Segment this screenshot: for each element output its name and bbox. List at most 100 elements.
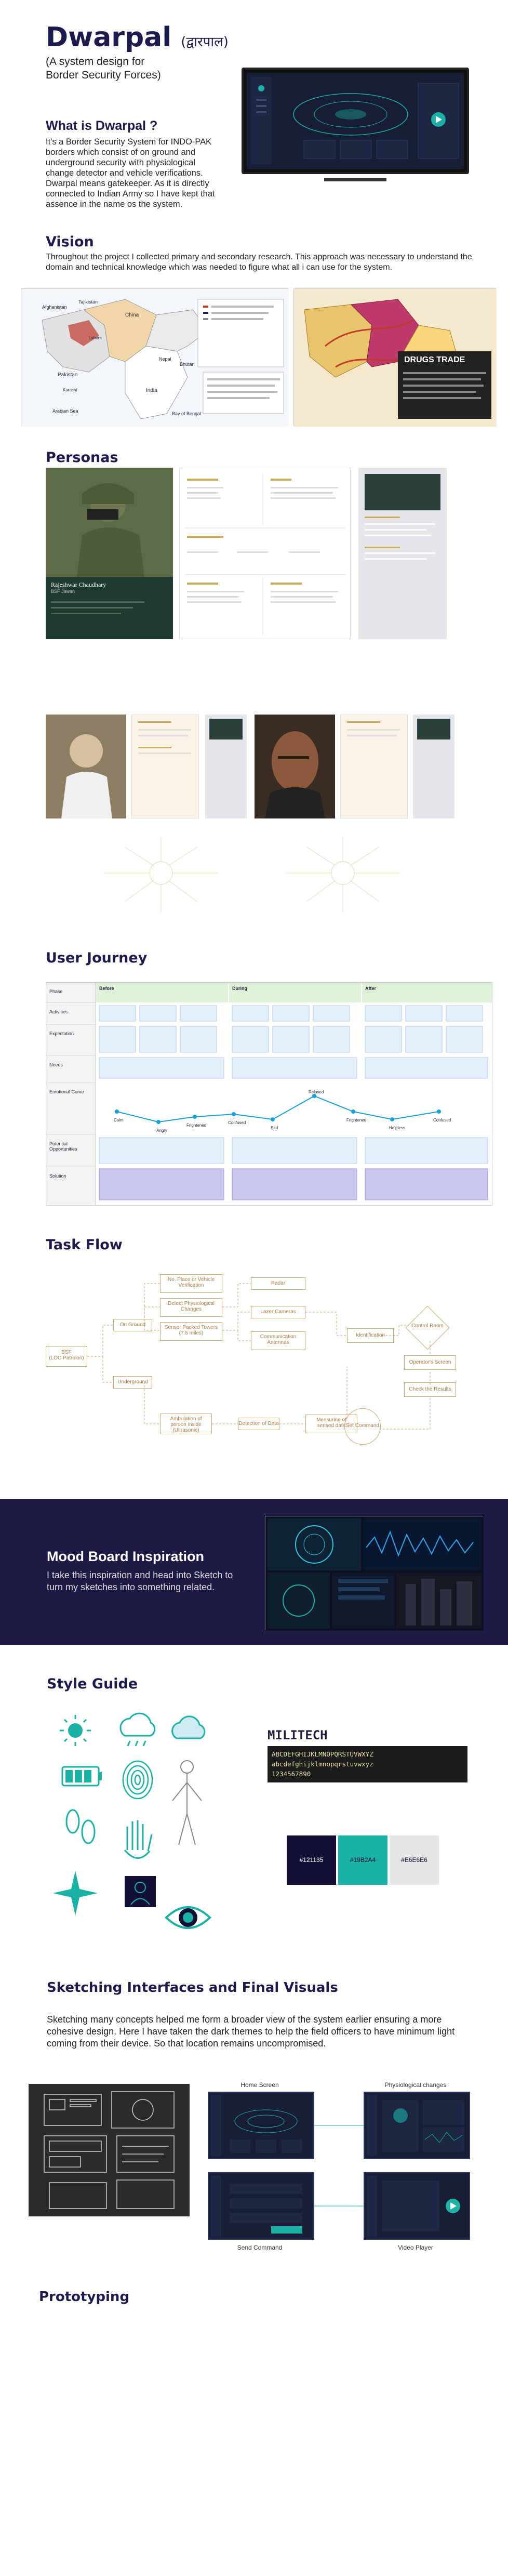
node-identification: Identification	[347, 1328, 394, 1343]
emotion-confused: Confused	[228, 1120, 246, 1125]
phase-during: During	[229, 983, 361, 1002]
emotion-confused-2: Confused	[433, 1118, 451, 1122]
map-label-pakistan: Pakistan	[58, 372, 78, 378]
persona-1-photo	[46, 468, 173, 577]
node-radar: Radar	[251, 1277, 305, 1290]
hand-icon	[124, 1820, 153, 1859]
emotion-helpless: Helpless	[389, 1126, 405, 1130]
row-label-expectation: Expectation	[46, 1024, 95, 1055]
label-send-command: Send Command	[237, 2244, 283, 2251]
vision-body: Throughout the project I collected prima…	[46, 253, 472, 272]
what-is-heading: What is Dwarpal ?	[46, 118, 158, 133]
node-ambulation: Ambulation of person inside (Ultrasonic)	[160, 1414, 212, 1434]
task-flow-diagram: BSF (LOC Patrolon) On Ground Underground…	[46, 1263, 461, 1460]
persona-1-name: Rajeshwar Chaudhary	[51, 581, 106, 588]
sun-icon	[60, 1715, 91, 1746]
emotion-frightened-2: Frightened	[346, 1118, 367, 1122]
persona-1-details	[179, 468, 351, 639]
node-control-room: Control Room	[411, 1323, 444, 1329]
color-swatch-navy: #121135	[287, 1835, 336, 1885]
fingerprint-icon	[122, 1760, 153, 1800]
map-graphic	[21, 289, 289, 427]
persona-3-photo	[255, 715, 335, 818]
node-on-ground: On Ground	[113, 1319, 152, 1331]
prototyping-heading: Prototyping	[39, 2289, 130, 2305]
mood-board-heading: Mood Board Inspiration	[47, 1549, 204, 1564]
tv-mockup	[242, 68, 469, 181]
footprints-icon	[65, 1809, 96, 1844]
persona-1-details-graphic	[185, 473, 346, 635]
row-label-solution: Solution	[46, 1167, 95, 1206]
screen-connectors	[314, 2125, 364, 2207]
map-label-india: India	[146, 388, 157, 393]
font-sample-uppercase: ABCDEFGHIJKLMNOPQRSTUVWXYZ	[272, 1750, 373, 1758]
font-specimen: ABCDEFGHIJKLMNOPQRSTUVWXYZ abcdefghijklm…	[268, 1746, 467, 1782]
vision-heading: Vision	[46, 234, 94, 250]
phase-before: Before	[96, 983, 228, 1002]
user-silhouette-icon	[125, 1876, 156, 1907]
row-label-opportunities: Potential Opportunities	[46, 1134, 95, 1167]
title-text: Dwarpal	[46, 22, 172, 53]
persona-2-sidebar	[205, 715, 247, 818]
icon-grid	[53, 1712, 211, 1929]
persona-1-photo-card: Rajeshwar Chaudhary BSF Jawan	[46, 468, 173, 639]
screen-physio	[364, 2092, 470, 2159]
font-sample-lowercase: abcdefghijklmnopqrstuvwxyz	[272, 1760, 373, 1768]
emotion-angry: Angry	[156, 1128, 167, 1133]
drugs-trade-map: DRUGS TRADE	[293, 288, 497, 427]
tv-stand	[324, 178, 386, 181]
node-underground: Underground	[113, 1376, 152, 1389]
node-physio-changes: Detect Physiological Changes	[160, 1298, 222, 1317]
map-label-arabian-sea: Arabian Sea	[52, 408, 78, 414]
style-guide-heading: Style Guide	[47, 1676, 138, 1692]
personas-heading: Personas	[46, 450, 118, 466]
india-pakistan-map: Pakistan China India Afghanistan Tajikis…	[21, 288, 289, 427]
map-label-bhutan: Bhutan	[180, 362, 195, 367]
tv-screen	[247, 73, 464, 169]
mind-maps	[83, 826, 426, 920]
map-label-karachi: Karachi	[63, 388, 77, 392]
what-is-body: It's a Border Security System for INDO-P…	[46, 137, 215, 209]
title-block: Dwarpal (द्वारपाल) (A system design for …	[46, 22, 229, 82]
node-communication: Communication Antennas	[251, 1331, 305, 1350]
mood-collage-graphic	[265, 1516, 484, 1631]
journey-row-labels: Phase Activities Expectation Needs Emoti…	[46, 983, 96, 1205]
map-label-lahore: Lahore	[89, 336, 102, 340]
color-swatch-teal: #19B2A4	[338, 1835, 387, 1885]
what-is-section: What is Dwarpal ? It's a Border Security…	[46, 118, 222, 209]
screen-home	[208, 2092, 314, 2159]
mood-board-collage	[265, 1516, 484, 1631]
subtitle-line-1: (A system design for	[46, 56, 145, 68]
persona-3-sidebar	[413, 715, 454, 818]
screen-send-command	[208, 2172, 314, 2240]
mood-board-section: Mood Board Inspiration I take this inspi…	[0, 1499, 508, 1645]
node-place-verification: No. Place or Vehicle Verification	[160, 1274, 222, 1293]
mind-map-graphic	[104, 837, 400, 912]
sketch-photo	[29, 2084, 190, 2216]
persona-3-details	[340, 715, 408, 818]
journey-grid-graphic	[99, 1005, 488, 1200]
label-video-player: Video Player	[398, 2244, 433, 2251]
row-label-emotional-curve: Emotional Curve	[46, 1082, 95, 1134]
emotion-calm: Calm	[114, 1118, 124, 1122]
persona-1-goals	[358, 468, 447, 639]
map-label-afghanistan: Afghanistan	[42, 305, 67, 310]
label-home-screen: Home Screen	[240, 2081, 279, 2089]
sketch-graphic	[29, 2084, 190, 2216]
persona-1-role: BSF Jawan	[51, 589, 75, 594]
subtitle-line-2: Border Security Forces)	[46, 69, 161, 81]
screen-video-player	[364, 2172, 470, 2240]
tv-dashboard-graphic	[251, 77, 459, 164]
persona-1-caption: Rajeshwar Chaudhary BSF Jawan	[46, 577, 173, 618]
label-physio-changes: Physiological changes	[384, 2081, 447, 2089]
task-flow-connectors	[87, 1283, 431, 1430]
emotion-frightened: Frightened	[186, 1123, 207, 1128]
map-label-tajikistan: Tajikistan	[78, 299, 98, 305]
icon-set	[52, 1710, 234, 1938]
phase-after: After	[362, 983, 492, 1002]
page-title: Dwarpal (द्वारपाल)	[46, 22, 229, 53]
persona-2-details	[131, 715, 199, 818]
color-swatch-grey: #E6E6E6	[390, 1835, 439, 1885]
sketching-heading: Sketching Interfaces and Final Visuals	[47, 1980, 338, 1996]
cloud-icon	[171, 1715, 206, 1739]
